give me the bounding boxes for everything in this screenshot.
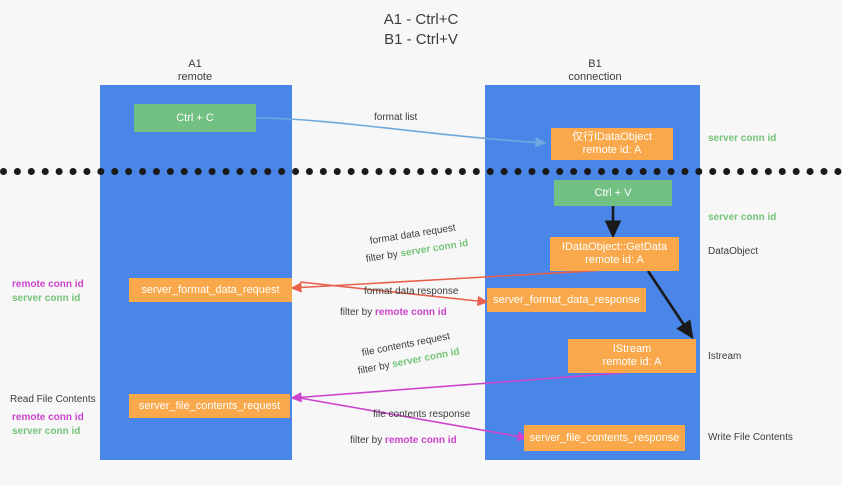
label-format-data-response: format data response — [364, 286, 459, 297]
box-istream[interactable]: IStream remote id: A — [568, 339, 696, 373]
box-idataobject-subtitle: remote id: A — [582, 144, 642, 156]
diagram-title: A1 - Ctrl+C B1 - Ctrl+V — [0, 10, 842, 50]
lane-a1-name: A1 — [188, 58, 202, 70]
box-server-format-data-response-label: server_format_data_response — [493, 293, 640, 306]
side-label-server-conn-id-2-text: server conn id — [708, 212, 777, 223]
box-idataobject[interactable]: 仅行IDataObject remote id: A — [551, 128, 673, 160]
lane-header-b1: B1 connection — [530, 58, 660, 84]
side-label-write-file-contents-text: Write File Contents — [708, 432, 793, 443]
label-file-contents-response: file contents response — [373, 409, 471, 420]
separator-dashed-line — [0, 168, 842, 175]
side-label-istream: Istream — [708, 350, 741, 364]
label-filter-key-remote-conn-id: remote conn id — [375, 307, 447, 318]
label-filter-prefix-3: filter by — [356, 359, 394, 377]
box-server-file-contents-request-label: server_file_contents_request — [138, 399, 281, 412]
side-label-server-conn-id-1: server conn id — [708, 132, 776, 146]
side-label-read-file-contents: Read File Contents — [10, 393, 96, 407]
box-istream-title: IStream — [612, 343, 652, 355]
box-ctrl-v[interactable]: Ctrl + V — [554, 180, 672, 206]
side-label-write-file-contents: Write File Contents — [708, 431, 793, 445]
lane-header-a1: A1 remote — [130, 58, 260, 84]
side-label-left-conn-ids-1: remote conn id server conn id — [12, 278, 84, 306]
side-label-dataobject-text: DataObject — [708, 246, 759, 257]
box-server-format-data-request-label: server_format_data_request — [141, 283, 280, 296]
label-file-contents-response-filter: filter by remote conn id — [350, 434, 457, 447]
box-server-file-contents-response-label: server_file_contents_response — [529, 431, 680, 444]
side-label-left-remote-conn-id-1: remote conn id — [12, 279, 84, 290]
lane-b1-name: B1 — [588, 58, 602, 70]
side-label-server-conn-id-1-text: server conn id — [708, 133, 777, 144]
side-label-server-conn-id-2: server conn id — [708, 211, 776, 225]
lane-b1-sub: connection — [568, 71, 622, 83]
box-server-file-contents-request[interactable]: server_file_contents_request — [129, 394, 290, 418]
label-filter-prefix-2: filter by — [340, 307, 376, 318]
side-label-istream-text: Istream — [708, 351, 742, 362]
lane-a1-sub: remote — [177, 71, 213, 83]
box-getdata-subtitle: remote id: A — [585, 254, 644, 266]
label-format-list: format list — [374, 112, 418, 123]
title-line-2: B1 - Ctrl+V — [384, 31, 458, 48]
side-label-dataobject: DataObject — [708, 245, 758, 259]
box-getdata-title: IDataObject::GetData — [561, 241, 668, 253]
title-line-1: A1 - Ctrl+C — [383, 11, 459, 28]
side-label-left-remote-conn-id-2: remote conn id — [12, 412, 84, 423]
box-ctrl-c-label: Ctrl + C — [176, 111, 214, 124]
side-label-left-conn-ids-2: remote conn id server conn id — [12, 411, 84, 439]
label-filter-prefix-4: filter by — [350, 435, 386, 446]
label-filter-prefix: filter by — [365, 248, 402, 265]
side-label-left-server-conn-id-2: server conn id — [12, 426, 81, 437]
side-label-read-file-contents-text: Read File Contents — [10, 394, 96, 405]
box-server-file-contents-response[interactable]: server_file_contents_response — [524, 425, 685, 451]
box-server-format-data-response[interactable]: server_format_data_response — [487, 288, 646, 312]
box-ctrl-v-label: Ctrl + V — [594, 186, 632, 199]
label-format-data-response-filter: filter by remote conn id — [340, 306, 447, 319]
box-idataobject-title: 仅行IDataObject — [571, 131, 653, 143]
box-idataobject-getdata[interactable]: IDataObject::GetData remote id: A — [550, 237, 679, 271]
label-filter-key-remote-conn-id-2: remote conn id — [385, 435, 457, 446]
box-server-format-data-request[interactable]: server_format_data_request — [129, 278, 292, 302]
box-istream-subtitle: remote id: A — [602, 356, 662, 368]
side-label-left-server-conn-id-1: server conn id — [12, 293, 81, 304]
box-ctrl-c[interactable]: Ctrl + C — [134, 104, 256, 132]
